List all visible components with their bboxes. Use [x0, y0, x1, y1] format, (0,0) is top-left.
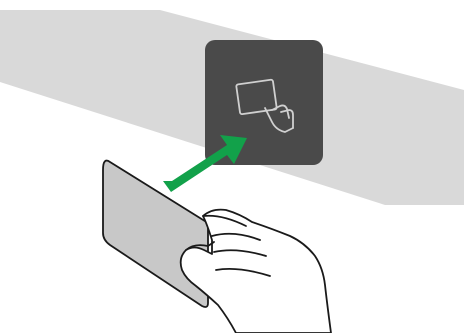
- card-reader-tap-icon: [235, 78, 294, 133]
- hand-illustration: [179, 208, 332, 333]
- arrow-up-right-icon: [163, 135, 247, 192]
- card-reader-panel: [205, 40, 323, 165]
